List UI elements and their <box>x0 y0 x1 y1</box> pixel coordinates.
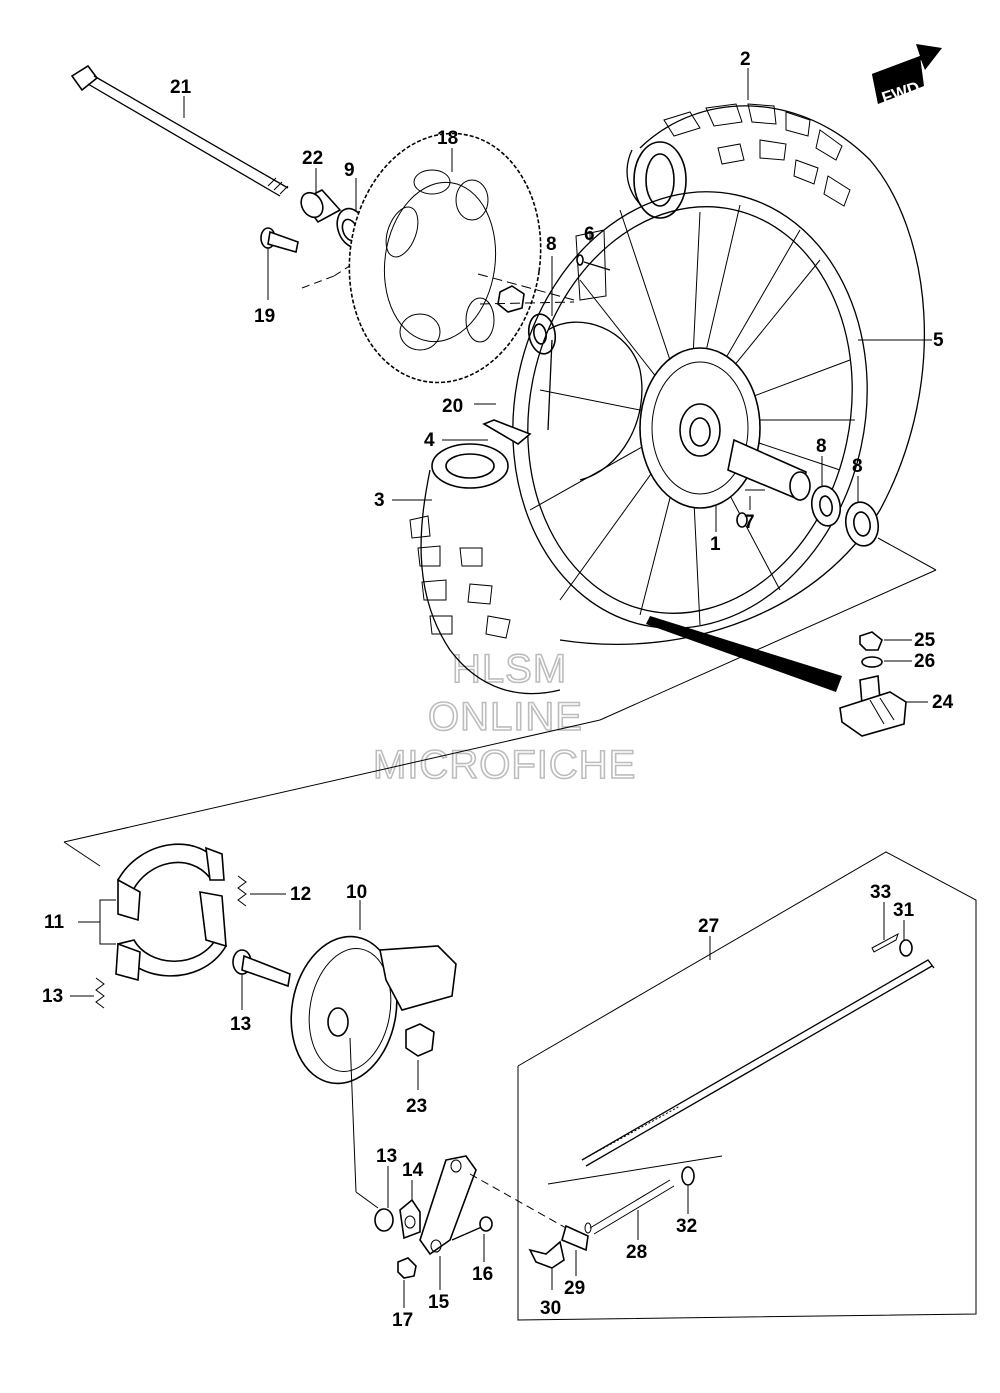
callout-34: 32 <box>676 1216 697 1237</box>
callout-9: 8 <box>546 234 557 255</box>
callout-32: 30 <box>540 1298 561 1319</box>
brake-shoe-upper <box>117 843 225 922</box>
callout-10: 9 <box>344 160 355 181</box>
callout-2: 2 <box>740 49 751 70</box>
callout-25: 23 <box>406 1096 427 1117</box>
assembly-bracket-top <box>63 537 937 867</box>
watermark-line-1: HLSM <box>452 647 567 691</box>
spring-13-lower <box>95 977 105 1009</box>
spacer-24 <box>300 189 342 224</box>
joint-31 <box>561 1224 589 1252</box>
spring-30 <box>584 1179 675 1235</box>
nut-27 <box>859 631 883 651</box>
washer-34 <box>681 1166 695 1186</box>
callout-31: 29 <box>564 1278 585 1299</box>
callout-4: 4 <box>424 430 435 451</box>
sprocket-bolt-21 <box>260 227 363 289</box>
callout-35: 33 <box>870 882 891 903</box>
axle-bolt-23 <box>70 64 289 197</box>
bolt-18 <box>451 1216 493 1241</box>
callout-19: 17 <box>392 1310 413 1331</box>
washer-33 <box>899 939 913 957</box>
rod-box-29 <box>517 851 977 1321</box>
rear-hub-1 <box>639 347 811 509</box>
bracket-12 <box>78 899 116 945</box>
fwd-arrow-badge: FWD <box>872 44 942 108</box>
callouts: 2 21 22 9 18 6 8 19 5 20 4 3 8 8 7 1 25 <box>42 49 954 1331</box>
wing-nut-32 <box>528 1240 565 1269</box>
nut-19 <box>397 1257 417 1279</box>
callout-23: 21 <box>170 77 192 98</box>
brake-panel-11 <box>290 935 457 1085</box>
bolt-7 <box>736 489 765 528</box>
callout-7: 7 <box>744 512 755 533</box>
callout-33: 31 <box>893 900 915 921</box>
leader-panel-end <box>355 1191 379 1209</box>
callout-17: 15 <box>428 1292 450 1313</box>
watermark: HLSM ONLINE MICROFICHE <box>372 646 636 788</box>
callout-28: 26 <box>914 651 935 672</box>
callout-5: 5 <box>933 330 944 351</box>
rear-sprocket-20 <box>348 132 542 384</box>
brake-shoe-lower <box>115 891 227 982</box>
watermark-line-2: ONLINE <box>428 695 583 739</box>
nut-22 <box>477 273 575 313</box>
callout-18: 16 <box>472 1264 493 1285</box>
callout-24: 22 <box>302 148 323 169</box>
indicator-plate-16 <box>399 1198 421 1240</box>
callout-14: 13 <box>230 1014 251 1035</box>
callout-21: 19 <box>254 306 275 327</box>
callout-1: 1 <box>710 534 721 555</box>
callout-29: 27 <box>698 916 719 937</box>
cotter-pin-35 <box>871 932 899 953</box>
rear-tire-2 <box>559 103 926 645</box>
tube-3 <box>409 443 561 695</box>
brake-rod-29 <box>581 959 935 1167</box>
hub-brake-side <box>547 321 643 481</box>
callout-13b: 13 <box>42 986 63 1007</box>
callout-12: 11 <box>44 912 65 933</box>
brake-arm-17 <box>419 1155 477 1256</box>
callout-8a: 8 <box>816 436 827 457</box>
callout-8b: 8 <box>852 456 863 477</box>
callout-22: 20 <box>442 396 463 417</box>
callout-3: 3 <box>374 490 385 511</box>
rim-lock-pointer <box>646 616 842 692</box>
bearing-8a <box>810 485 842 527</box>
callout-30: 28 <box>626 1242 647 1263</box>
bearing-8b <box>844 501 880 547</box>
spring-13-upper <box>237 875 247 907</box>
rim-5 <box>512 191 868 629</box>
callout-27: 25 <box>914 630 936 651</box>
callout-20: 18 <box>437 128 458 149</box>
rim-band-4 <box>482 419 532 445</box>
spoke-nipple-6 <box>575 229 611 301</box>
leader-panel <box>349 1037 357 1193</box>
callout-16: 14 <box>402 1160 424 1181</box>
callout-13a: 12 <box>290 884 311 905</box>
washer-28 <box>861 656 883 668</box>
rim-lock-26 <box>839 675 907 737</box>
nut-25 <box>405 1023 435 1057</box>
watermark-line-3: MICROFICHE <box>373 743 636 787</box>
callout-26: 24 <box>932 692 954 713</box>
washer-15 <box>374 1208 394 1232</box>
callout-6: 6 <box>584 224 595 245</box>
rod-box-leader <box>547 1155 723 1185</box>
callout-11: 10 <box>346 882 367 903</box>
callout-15: 13 <box>376 1146 397 1167</box>
